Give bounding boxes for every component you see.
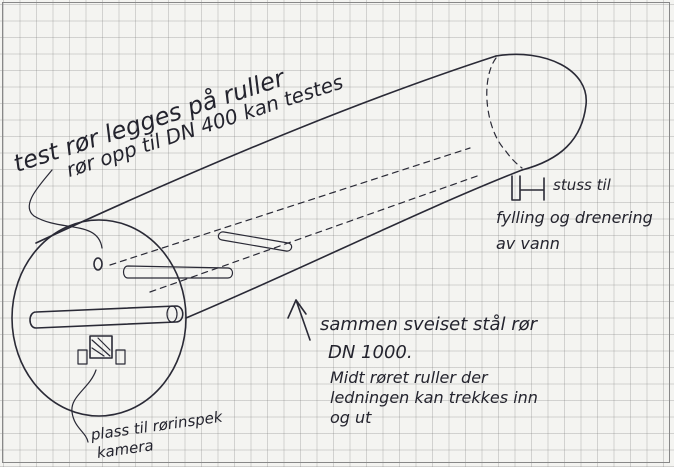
note-nozzle-line-2: fylling og drenering — [496, 208, 653, 227]
inspection-camera-box — [89, 335, 113, 359]
pipe-far-end-hidden-arc — [486, 57, 523, 169]
test-pipe-end — [166, 305, 178, 323]
note-steel-line-1: sammen sveiset stål rør — [320, 314, 538, 335]
camera-hatch — [91, 337, 111, 357]
pipe-lower-silhouette — [185, 169, 523, 319]
pipe-far-end-arc — [495, 53, 587, 171]
roller-upper — [122, 265, 234, 279]
drain-nozzle — [511, 175, 545, 201]
arrow-to-pipe — [287, 299, 311, 341]
leader-camera — [71, 369, 97, 443]
note-nozzle-line-3: av vann — [496, 234, 560, 253]
pipe-front-end-circle — [11, 219, 187, 417]
leader-test-pipe — [28, 169, 103, 249]
roller-far — [217, 231, 293, 252]
port-hole — [93, 257, 103, 271]
sheet-border — [2, 2, 670, 463]
camera-wheel-left — [77, 349, 88, 365]
pipe-interior-line-upper — [109, 147, 471, 266]
note-nozzle-line-1: stuss til — [553, 176, 611, 194]
camera-wheel-right — [115, 349, 126, 365]
test-pipe-roller-long — [29, 305, 184, 329]
note-steel-line-2: DN 1000. — [328, 342, 413, 363]
pipe-interior-line-lower — [149, 174, 481, 293]
note-steel-line-4: ledningen kan trekkes inn — [330, 388, 538, 407]
pipe-upper-silhouette — [35, 55, 497, 244]
note-steel-line-5: og ut — [330, 408, 372, 427]
note-steel-line-3: Midt røret ruller der — [330, 368, 488, 387]
